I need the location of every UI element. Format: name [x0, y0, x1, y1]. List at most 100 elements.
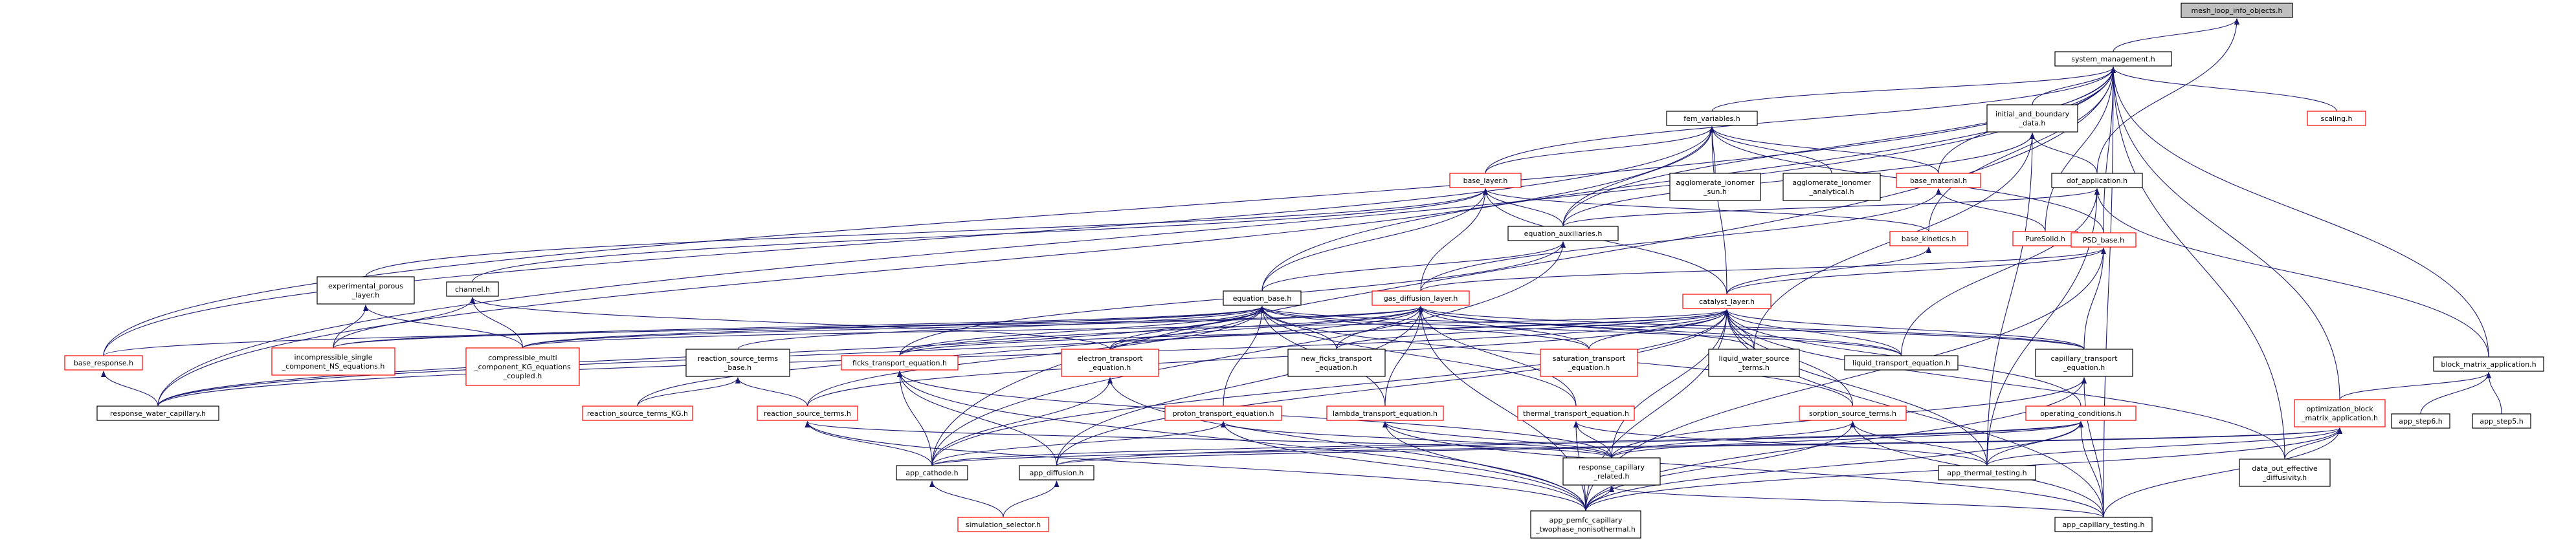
edge-base_material-to-fem_variables — [1709, 126, 1939, 174]
node-label: app_thermal_testing.h — [1947, 469, 2026, 477]
node-equation-base[interactable]: equation_base.h — [1223, 290, 1302, 306]
node-agglomerate-sun[interactable]: agglomerate_ionomer_sun.h — [1669, 173, 1761, 201]
node-label: system_management.h — [2071, 55, 2155, 63]
edge-block_matrix-to-dof_application — [2094, 188, 2489, 358]
node-label: equation_auxiliaries.h — [1524, 230, 1603, 238]
node-gas-diffusion-layer[interactable]: gas_diffusion_layer.h — [1371, 290, 1470, 306]
node-response-water-capillary[interactable]: response_water_capillary.h — [96, 405, 219, 421]
edge-equation_auxiliaries-to-fem_variables — [1562, 126, 1715, 227]
node-box — [1517, 405, 1635, 421]
node-compressible[interactable]: compressible_multi_component_KG_equation… — [465, 347, 580, 386]
node-puresolid[interactable]: PureSolid.h — [2012, 231, 2078, 246]
node-equation-auxiliaries[interactable]: equation_auxiliaries.h — [1507, 226, 1619, 241]
edge-incompressible-to-gas_diffusion_layer — [333, 306, 1423, 349]
node-box — [2391, 413, 2450, 429]
node-incompressible[interactable]: incompressible_single_component_NS_equat… — [271, 347, 395, 376]
edge-reaction_source_terms_base-to-equation_base — [737, 306, 1265, 350]
node-response-capillary-related[interactable]: response_capillary_related.h — [1562, 457, 1661, 486]
node-box — [2054, 51, 2172, 67]
node-app-pemfc[interactable]: app_pemfc_capillary_twophase_nonisotherm… — [1530, 510, 1641, 539]
node-box — [1449, 173, 1522, 188]
node-box — [1799, 405, 1907, 421]
node-label: optimization_block — [2306, 405, 2373, 413]
edge-capillary_transport-to-psd_base — [2083, 248, 2106, 350]
node-scaling[interactable]: scaling.h — [2307, 111, 2366, 126]
file-nodes: mesh_loop_info_objects.h system_managemen… — [64, 3, 2544, 539]
node-reaction-source-terms-kg[interactable]: reaction_source_terms_KG.h — [582, 405, 693, 421]
node-fem-variables[interactable]: fem_variables.h — [1666, 111, 1758, 126]
node-base-kinetics[interactable]: base_kinetics.h — [1889, 231, 1968, 246]
node-app-step6[interactable]: app_step6.h — [2391, 413, 2450, 429]
node-dof-application[interactable]: dof_application.h — [2051, 173, 2143, 188]
node-initial-boundary[interactable]: initial_and_boundary_data.h — [1986, 104, 2078, 133]
node-lambda-transport[interactable]: lambda_transport_equation.h — [1326, 405, 1444, 421]
node-sorption-source[interactable]: sorption_source_terms.h — [1799, 405, 1907, 421]
node-label: equation_base.h — [1233, 294, 1292, 303]
node-reaction-source-terms-base[interactable]: reaction_source_terms_base.h — [685, 349, 790, 377]
node-box — [1507, 226, 1619, 241]
node-mesh-loop[interactable]: mesh_loop_info_objects.h — [2181, 3, 2293, 18]
edge-response_capillary_related-to-proton_transport — [1221, 421, 1612, 459]
node-thermal-transport[interactable]: thermal_transport_equation.h — [1517, 405, 1635, 421]
edge-reaction_source_terms-to-catalyst_layer — [806, 309, 1729, 407]
node-label: reaction_source_terms_KG.h — [587, 409, 688, 418]
node-channel[interactable]: channel.h — [446, 281, 499, 297]
node-system-management[interactable]: system_management.h — [2054, 51, 2172, 67]
node-liquid-water-source[interactable]: liquid_water_source_terms.h — [1708, 349, 1800, 377]
node-saturation-transport[interactable]: saturation_transport_equation.h — [1540, 349, 1638, 377]
node-label: data_out_effective — [2252, 464, 2318, 473]
node-simulation-selector[interactable]: simulation_selector.h — [957, 517, 1049, 532]
edge-equation_base-to-equation_auxiliaries — [1261, 241, 1566, 292]
node-electron-transport[interactable]: electron_transport_equation.h — [1061, 349, 1159, 377]
edge-response_capillary_related-to-lambda_transport — [1382, 421, 1612, 459]
node-new-ficks[interactable]: new_ficks_transport_equation.h — [1287, 349, 1386, 377]
edge-liquid_transport-to-equation_base — [1260, 306, 1902, 356]
node-app-cathode[interactable]: app_cathode.h — [896, 465, 968, 481]
edge-app_capillary_testing-to-system_management — [2103, 67, 2116, 518]
edge-app_cathode-to-system_management — [931, 67, 2116, 466]
node-operating-conditions[interactable]: operating_conditions.h — [2025, 405, 2137, 421]
node-optimization-block[interactable]: optimization_block_matrix_application.h — [2294, 399, 2386, 427]
edge-app_diffusion-to-gas_diffusion_layer — [1056, 306, 1423, 466]
node-capillary-transport[interactable]: capillary_transport_equation.h — [2035, 349, 2133, 377]
node-app-step5[interactable]: app_step5.h — [2472, 413, 2531, 429]
edge-app_thermal_testing-to-thermal_transport — [1573, 421, 1988, 466]
node-ficks-transport[interactable]: ficks_transport_equation.h — [841, 355, 959, 371]
node-agglomerate-analytical[interactable]: agglomerate_ionomer_analytical.h — [1782, 173, 1881, 201]
node-app-thermal-testing[interactable]: app_thermal_testing.h — [1938, 465, 2036, 481]
edge-dof_application-to-mesh_loop — [2096, 18, 2239, 174]
node-block-matrix[interactable]: block_matrix_application.h — [2433, 356, 2544, 372]
edge-data_out_effective-to-system_management — [2111, 67, 2285, 460]
edge-liquid_transport-to-dof_application — [1900, 188, 2100, 356]
node-box — [2294, 399, 2386, 427]
node-label: compressible_multi — [488, 354, 557, 362]
node-label: _coupled.h — [503, 372, 542, 380]
node-reaction-source-terms[interactable]: reaction_source_terms.h — [757, 405, 858, 421]
edge-agglomerate_analytical-to-fem_variables — [1709, 126, 1832, 174]
node-label: experimental_porous — [328, 282, 403, 290]
edge-app_thermal_testing-to-optimization_block — [1986, 427, 2342, 466]
node-label: _twophase_nonisothermal.h — [1535, 525, 1636, 534]
edge-saturation_transport-to-gas_diffusion_layer — [1418, 306, 1590, 350]
node-proton-transport[interactable]: proton_transport_equation.h — [1164, 405, 1282, 421]
node-catalyst-layer[interactable]: catalyst_layer.h — [1682, 294, 1771, 309]
edge-app_pemfc-to-proton_transport — [1221, 421, 1586, 512]
node-label: lambda_transport_equation.h — [1333, 409, 1438, 418]
edge-app_thermal_testing-to-catalyst_layer — [1724, 309, 1988, 466]
node-liquid-transport[interactable]: liquid_transport_equation.h — [1844, 355, 1959, 371]
node-app-capillary-testing[interactable]: app_capillary_testing.h — [2054, 517, 2153, 532]
node-app-diffusion[interactable]: app_diffusion.h — [1019, 465, 1094, 481]
node-psd-base[interactable]: PSD_base.h — [2071, 232, 2137, 248]
node-label: electron_transport — [1077, 354, 1143, 363]
node-data-out-effective[interactable]: data_out_effective_diffusivity.h — [2239, 459, 2331, 487]
node-base-material[interactable]: base_material.h — [1896, 173, 1981, 188]
node-box — [2181, 3, 2293, 18]
node-base-layer[interactable]: base_layer.h — [1449, 173, 1522, 188]
edge-capillary_transport-to-equation_base — [1260, 306, 2085, 350]
dependency-arrows — [101, 18, 2502, 518]
node-base-response[interactable]: base_response.h — [64, 355, 143, 371]
node-label: PureSolid.h — [2025, 235, 2065, 243]
edge-base_kinetics-to-system_management — [1928, 67, 2116, 232]
edge-catalyst_layer-to-psd_base — [1726, 248, 2106, 295]
node-experimental-porous[interactable]: experimental_porous_layer.h — [316, 276, 415, 305]
